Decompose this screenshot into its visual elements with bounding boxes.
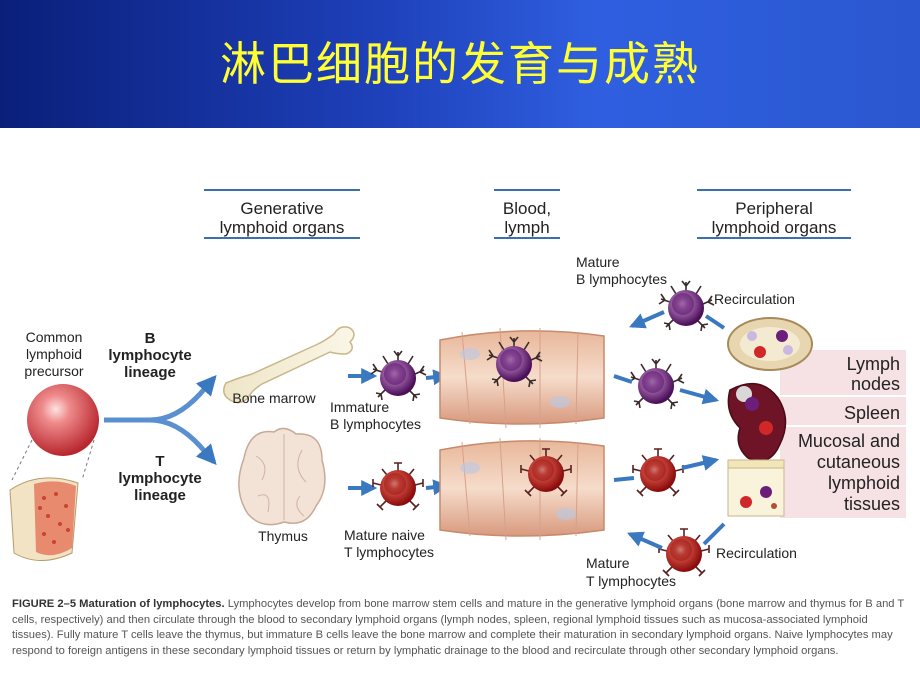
mature-b-cell-recirculating (658, 280, 715, 332)
lymphocyte-maturation-diagram: Generative lymphoid organs Blood, lymph … (9, 189, 906, 589)
mature-naive-t-cell (372, 462, 424, 511)
lymph-nodes-label-2: nodes (851, 374, 900, 394)
mature-t-cell-recirculating (658, 528, 710, 577)
header-peripheral-line1: Peripheral (735, 199, 813, 218)
lymph-nodes-label-1: Lymph (847, 354, 900, 374)
peripheral-organs-panel: Lymph nodes Spleen Mucosal and cutaneous… (780, 350, 906, 518)
lineage-branch-arrows (104, 374, 217, 466)
figure-caption: FIGURE 2–5 Maturation of lymphocytes. Ly… (12, 597, 910, 659)
bone-marrow-label: Bone marrow (232, 390, 316, 406)
mature-b-label-1: Mature (576, 254, 620, 270)
clp-label-1: Common (26, 329, 83, 345)
bone-cross-section (9, 477, 79, 561)
blood-vessel-lower (439, 437, 605, 541)
header-generative-line2: lymphoid organs (220, 218, 345, 237)
header-generative-line1: Generative (240, 199, 323, 218)
header-blood-lymph: Blood, lymph (494, 189, 560, 239)
b-lineage-label-2: lymphocyte (108, 347, 191, 364)
thymus-label: Thymus (258, 528, 308, 544)
clp-label-2: lymphoid (26, 346, 82, 362)
immature-b-label-1: Immature (330, 399, 389, 415)
t-cell-entering-organs (632, 448, 684, 497)
thymus-illustration (238, 427, 326, 526)
common-lymphoid-precursor: Common lymphoid precursor (9, 329, 99, 561)
spleen-illustration (727, 382, 787, 462)
lymph-node-illustration (727, 317, 813, 371)
slide-title: 淋巴细胞的发育与成熟 (220, 37, 700, 91)
blood-vessel-upper (439, 327, 605, 429)
recirculation-top-label: Recirculation (714, 291, 795, 307)
mucosal-tissue-illustration (727, 459, 785, 517)
b-cell-entering-organs (628, 358, 685, 410)
immature-b-label-2: B lymphocytes (330, 416, 421, 432)
bone-marrow-illustration (223, 326, 355, 404)
mucosal-label-3: lymphoid (828, 473, 900, 493)
mucosal-label-2: cutaneous (817, 452, 900, 472)
mature-t-label-2: T lymphocytes (586, 573, 676, 589)
t-lineage-label-1: T (155, 453, 164, 470)
header-peripheral-line2: lymphoid organs (712, 218, 837, 237)
figure-caption-text: Lymphocytes develop from bone marrow ste… (12, 598, 905, 657)
header-generative: Generative lymphoid organs (204, 189, 360, 239)
title-banner: 淋巴细胞的发育与成熟 (0, 0, 920, 128)
mature-naive-t-label-2: T lymphocytes (344, 544, 434, 560)
immature-b-cell (370, 350, 427, 402)
clp-label-3: precursor (24, 363, 83, 379)
t-lineage-label-2: lymphocyte (118, 470, 201, 487)
b-lineage-label-1: B (145, 330, 156, 347)
mature-b-label-2: B lymphocytes (576, 271, 667, 287)
mucosal-label-4: tissues (844, 494, 900, 514)
clp-cell (27, 384, 99, 456)
spleen-label: Spleen (844, 403, 900, 423)
t-lineage-label-3: lineage (134, 487, 186, 504)
header-peripheral: Peripheral lymphoid organs (697, 189, 851, 239)
mature-t-label-1: Mature (586, 555, 630, 571)
b-lineage-label-3: lineage (124, 364, 176, 381)
mature-naive-t-label-1: Mature naive (344, 527, 425, 543)
figure-caption-label: FIGURE 2–5 Maturation of lymphocytes. (12, 598, 225, 610)
header-blood-line1: Blood, (503, 199, 551, 218)
header-blood-line2: lymph (504, 218, 549, 237)
recirculation-bottom-label: Recirculation (716, 545, 797, 561)
mucosal-label-1: Mucosal and (798, 431, 900, 451)
